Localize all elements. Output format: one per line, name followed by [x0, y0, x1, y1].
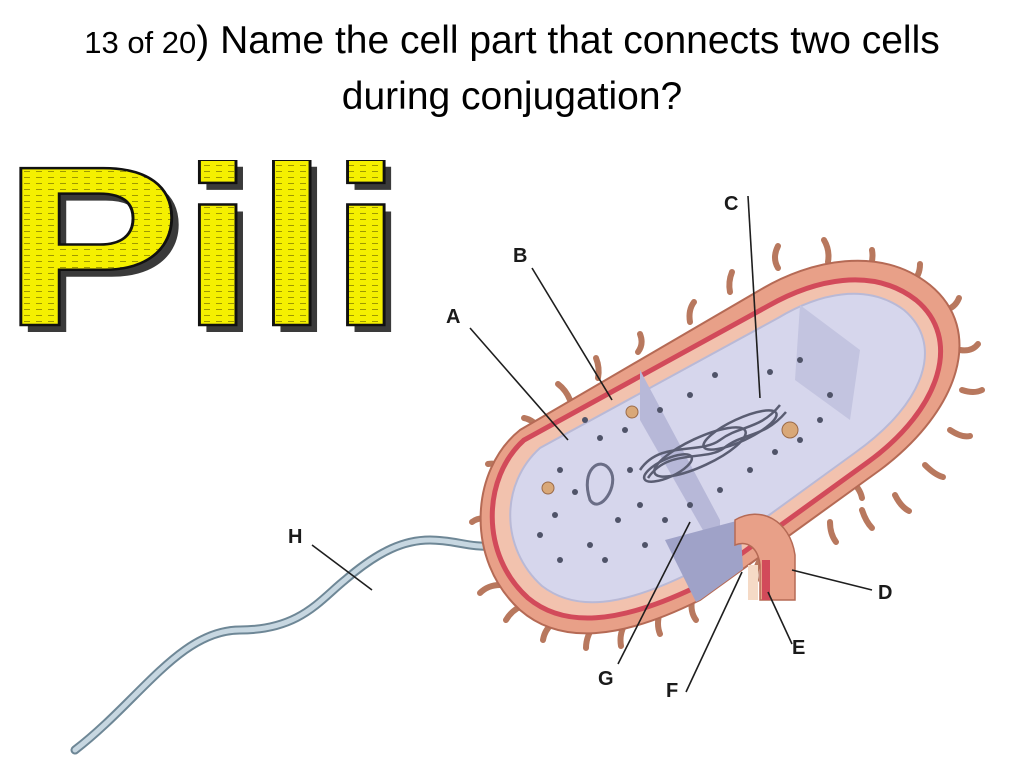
answer-wordart: Pili Pili	[2, 160, 410, 350]
label-a: A	[446, 306, 460, 328]
cell-body	[479, 259, 961, 635]
nucleoid	[585, 404, 787, 506]
label-f: F	[666, 680, 678, 702]
flagellum	[70, 535, 517, 755]
label-c: C	[724, 193, 738, 215]
label-h: H	[288, 526, 302, 548]
granules	[541, 405, 799, 495]
question-text: ) Name the cell part that connects two c…	[196, 19, 940, 62]
label-g: G	[598, 668, 614, 690]
ribosomes	[537, 357, 833, 563]
label-e: E	[792, 637, 805, 659]
answer-shadow: Pili	[10, 160, 410, 350]
label-b: B	[513, 245, 527, 267]
question-number: 13 of 20	[84, 25, 197, 60]
question-text-line2: during conjugation?	[341, 75, 683, 118]
answer-text: Pili	[3, 160, 403, 350]
label-d: D	[878, 582, 892, 604]
leader-lines	[311, 195, 873, 693]
question-title: 13 of 20) Name the cell part that connec…	[0, 14, 1024, 124]
